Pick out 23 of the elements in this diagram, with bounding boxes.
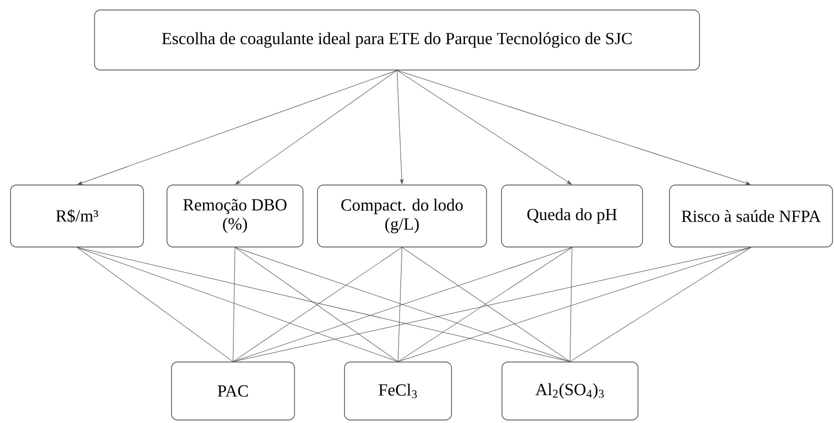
- criterion-box: Queda do pH: [501, 184, 643, 248]
- connector-line: [232, 247, 236, 362]
- arrow: [78, 70, 398, 185]
- alternative-box: PAC: [171, 362, 295, 420]
- connector-line: [76, 247, 570, 362]
- arrow: [396, 70, 404, 184]
- alternative-box: FeCl$_{3}$: [344, 362, 452, 420]
- criterion-box: Remoção DBO (%): [166, 184, 304, 248]
- goal-box: Escolha de coagulante ideal para ETE do Parque Tecnológico de SJC: [94, 10, 700, 70]
- arrow: [396, 70, 572, 184]
- connector-line: [398, 247, 752, 362]
- connector-line: [232, 247, 752, 362]
- alternative-box: Al$_{2}$(SO$_{4}$)$_{3}$: [502, 362, 638, 420]
- arrow: [235, 70, 398, 184]
- connector-line: [398, 247, 402, 362]
- arrow: [396, 70, 750, 185]
- connector-line: [76, 247, 398, 362]
- connector-line: [570, 247, 752, 362]
- connector-line: [76, 247, 234, 362]
- criterion-box: Risco à saúde NFPA: [669, 184, 833, 248]
- criterion-box: R$/m³: [10, 184, 144, 248]
- criterion-box: Compact. do lodo (g/L): [317, 184, 487, 248]
- connector-line: [570, 247, 572, 362]
